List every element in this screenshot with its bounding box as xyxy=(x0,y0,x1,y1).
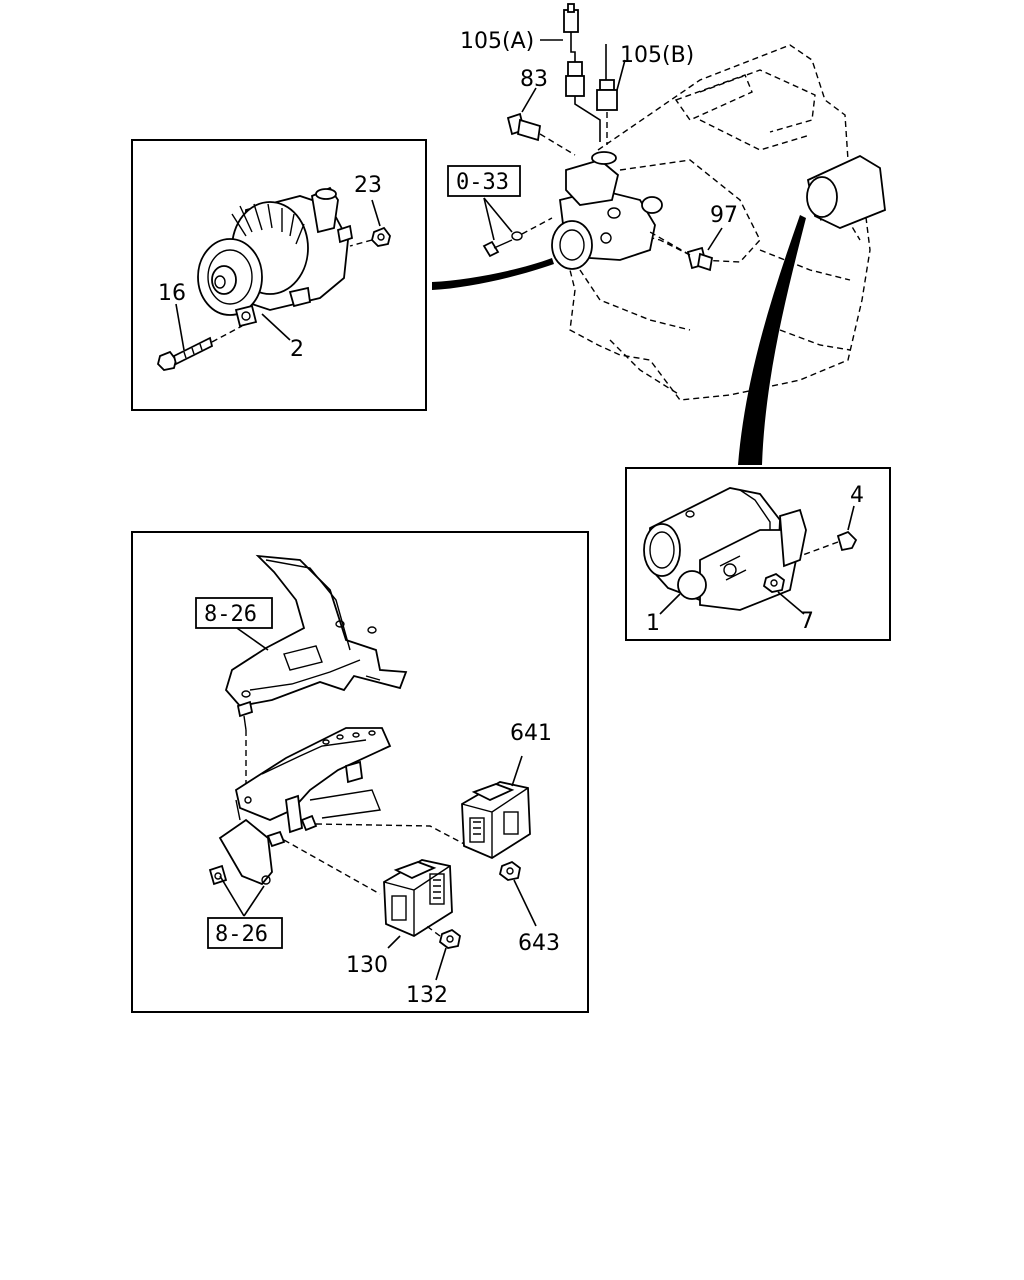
bracket-lower xyxy=(208,727,392,886)
alternator xyxy=(197,186,354,328)
connector-band-starter xyxy=(738,215,806,465)
label-643: 643 xyxy=(518,931,560,956)
label-1: 1 xyxy=(646,611,660,636)
sensor-105a xyxy=(540,3,601,142)
sensor-83 xyxy=(506,87,576,156)
screw-middle xyxy=(266,814,469,895)
nut-132 xyxy=(423,923,461,981)
reference-labels: 0-33 8-26 8-26 xyxy=(195,165,521,949)
nut-643 xyxy=(498,860,537,927)
starter-motor xyxy=(643,487,807,611)
leader-1 xyxy=(659,593,681,615)
label-130: 130 xyxy=(346,953,388,978)
label-2: 2 xyxy=(290,337,304,362)
nut-7 xyxy=(762,572,805,615)
controller-detail-box xyxy=(131,531,589,1013)
leader-2 xyxy=(261,313,291,341)
starter-detail-box xyxy=(625,467,891,641)
ref-box-0-33 xyxy=(447,165,521,197)
label-97: 97 xyxy=(710,203,738,228)
bolt-0-33 xyxy=(482,197,553,258)
label-105b: 105(B) xyxy=(620,43,694,68)
ref-8-26-bottom: 8-26 xyxy=(215,922,268,947)
nut-23 xyxy=(349,199,391,247)
label-641: 641 xyxy=(510,721,552,746)
label-16: 16 xyxy=(158,281,186,306)
bracket-upper xyxy=(224,554,408,707)
sensor-105b xyxy=(596,44,626,145)
ref-0-33: 0-33 xyxy=(456,170,509,195)
bolt-16 xyxy=(157,303,243,371)
bolt-4 xyxy=(799,505,858,557)
label-105a: 105(A) xyxy=(460,29,534,54)
label-7: 7 xyxy=(800,609,814,634)
label-132: 132 xyxy=(406,983,448,1008)
label-83: 83 xyxy=(520,67,548,92)
screw-upper xyxy=(236,700,254,790)
ref-box-8-26-top xyxy=(195,597,273,629)
label-4: 4 xyxy=(850,483,864,508)
label-23: 23 xyxy=(354,173,382,198)
engine-block xyxy=(551,44,886,401)
connector-band-alternator xyxy=(432,258,554,290)
control-unit-641 xyxy=(461,755,531,860)
control-unit-130 xyxy=(383,859,453,949)
sensor-97 xyxy=(649,227,723,272)
alternator-detail-box xyxy=(131,139,427,411)
leader-8-26-bottom xyxy=(219,875,265,917)
part-number-labels: 105(A) 105(B) 83 97 23 16 2 4 1 7 641 64… xyxy=(158,29,864,1008)
ref-box-8-26-bottom xyxy=(207,917,283,949)
ref-8-26-top: 8-26 xyxy=(204,602,257,627)
